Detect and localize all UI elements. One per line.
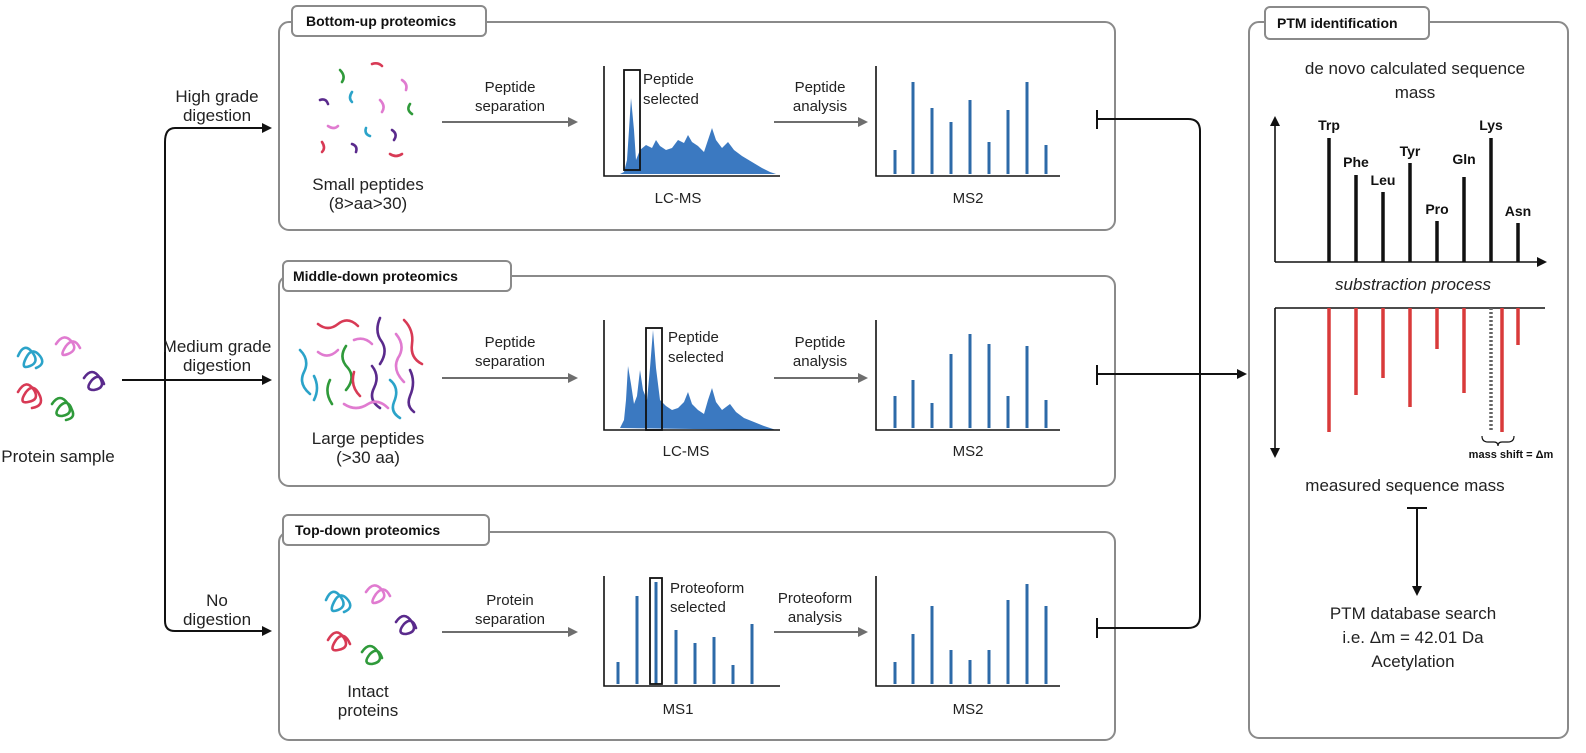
panel-title: Middle-down proteomics <box>293 268 458 284</box>
panel-title: Top-down proteomics <box>295 522 440 538</box>
calc-mass-line1: de novo calculated sequence <box>1305 59 1525 78</box>
measured-mass-label: measured sequence mass <box>1305 476 1504 495</box>
protein-sample-icon <box>16 336 106 422</box>
chart2-label: MS2 <box>953 443 984 460</box>
chart1-label: MS1 <box>663 701 694 718</box>
ms2-spectrum <box>875 576 1060 687</box>
chart1-selected-line2: selected <box>670 599 726 616</box>
route-none-line2: digestion <box>183 610 251 629</box>
chart1-selected-line1: Proteoform <box>670 580 744 597</box>
sample-label-line2: proteins <box>338 701 398 720</box>
chart1-selected-line1: Peptide <box>643 71 694 88</box>
route-high-line2: digestion <box>183 106 251 125</box>
step1-label-line1: Protein <box>486 592 534 609</box>
sample-label-line1: Intact <box>347 682 389 701</box>
aa-label-trp: Trp <box>1318 117 1340 133</box>
step1-label-line1: Peptide <box>485 334 536 351</box>
route-medium-line2: digestion <box>183 356 251 375</box>
sample-label-line2: (>30 aa) <box>336 448 400 467</box>
small-peptides-icon <box>318 62 414 158</box>
intact-proteins-icon <box>324 584 418 666</box>
route-medium-line1: Medium grade <box>163 337 272 356</box>
aa-label-lys: Lys <box>1479 117 1503 133</box>
route-none-line1: No <box>206 591 228 610</box>
step2-label-line1: Peptide <box>795 79 846 96</box>
aa-label-phe: Phe <box>1343 154 1369 170</box>
lc-ms-chromatogram <box>603 66 780 177</box>
chart1-selected-line1: Peptide <box>668 329 719 346</box>
measured-spectrum <box>1270 307 1545 458</box>
large-peptides-icon <box>298 316 424 420</box>
chart1-selected-line2: selected <box>643 91 699 108</box>
ms1-spectrum <box>603 576 780 687</box>
chart1-selected-line2: selected <box>668 349 724 366</box>
chart2-label: MS2 <box>953 190 984 207</box>
aa-label-asn: Asn <box>1505 203 1531 219</box>
step2-label-line1: Peptide <box>795 334 846 351</box>
step1-label-line2: separation <box>475 611 545 628</box>
sample-label-line2: (8>aa>30) <box>329 194 407 213</box>
aa-label-gln: Gln <box>1452 151 1475 167</box>
step1-label-line2: separation <box>475 353 545 370</box>
calculated-spectrum <box>1270 116 1547 267</box>
ms2-spectrum <box>875 66 1060 177</box>
search-line1: PTM database search <box>1330 604 1496 623</box>
step2-label-line1: Proteoform <box>778 590 852 607</box>
calc-mass-line2: mass <box>1395 83 1436 102</box>
panel-title: Bottom-up proteomics <box>306 13 456 29</box>
lc-ms-chromatogram <box>603 320 780 431</box>
mass-shift-label: mass shift = Δm <box>1469 449 1554 461</box>
panel-top-down: Top-down proteomics Intact proteins Prot… <box>278 514 1116 741</box>
chart1-label: LC-MS <box>663 443 710 460</box>
subtraction-label: substraction process <box>1335 275 1491 294</box>
step2-label-line2: analysis <box>788 609 842 626</box>
ms2-spectrum <box>875 320 1060 431</box>
panel-bottom-up: Bottom-up proteomics Small peptides (8>a… <box>278 5 1116 231</box>
merge-connector <box>1096 110 1247 638</box>
search-line2: i.e. Δm = 42.01 Da <box>1342 628 1484 647</box>
search-line3: Acetylation <box>1371 652 1454 671</box>
aa-label-pro: Pro <box>1425 201 1448 217</box>
step2-label-line2: analysis <box>793 353 847 370</box>
chart1-label: LC-MS <box>655 190 702 207</box>
step1-label-line1: Peptide <box>485 79 536 96</box>
panel-ptm-identification: PTM identification de novo calculated se… <box>1248 6 1569 739</box>
protein-sample-label: Protein sample <box>1 447 114 466</box>
ptm-title: PTM identification <box>1277 15 1398 31</box>
step2-label-line2: analysis <box>793 98 847 115</box>
chart2-label: MS2 <box>953 701 984 718</box>
step1-label-line2: separation <box>475 98 545 115</box>
panel-middle-down: Middle-down proteomics Large peptides (>… <box>278 260 1116 487</box>
aa-label-leu: Leu <box>1371 172 1396 188</box>
route-high-line1: High grade <box>175 87 258 106</box>
sample-label-line1: Small peptides <box>312 175 424 194</box>
sample-label-line1: Large peptides <box>312 429 424 448</box>
search-connector <box>1407 507 1427 596</box>
branch-connector <box>122 123 272 636</box>
aa-label-tyr: Tyr <box>1400 143 1421 159</box>
